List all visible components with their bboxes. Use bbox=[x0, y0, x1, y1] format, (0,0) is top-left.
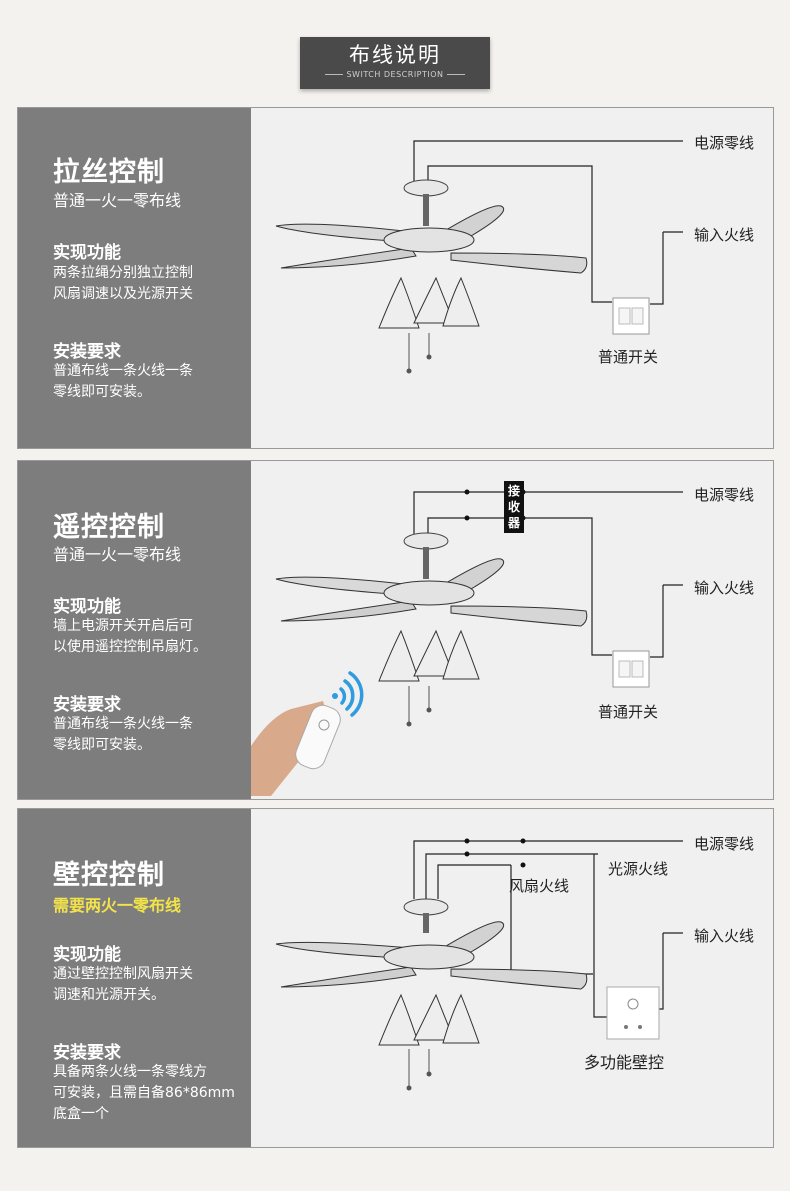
wiring-diagram-svg bbox=[275, 140, 683, 374]
panel-title: 遥控控制 bbox=[53, 512, 165, 543]
pull-chain-info: 拉丝控制 普通一火一零布线 实现功能 两条拉绳分别独立控制 风扇调速以及光源开关… bbox=[18, 108, 251, 448]
function-heading: 实现功能 bbox=[53, 597, 121, 617]
panel-subtitle: 需要两火一零布线 bbox=[53, 896, 182, 915]
switch-label: 普通开关 bbox=[598, 348, 659, 366]
neutral-wire-label: 电源零线 bbox=[694, 486, 755, 504]
section-header: 布线说明 SWITCH DESCRIPTION bbox=[300, 37, 490, 89]
requirement-line-1: 具备两条火线一条零线方 bbox=[53, 1064, 207, 1080]
fan-wire-label: 风扇火线 bbox=[509, 877, 570, 895]
remote-control-info: 遥控控制 普通一火一零布线 实现功能 墙上电源开关开启后可 以使用遥控控制吊扇灯… bbox=[18, 461, 251, 799]
wiring-diagram-svg bbox=[251, 489, 683, 796]
function-line-2: 以使用遥控控制吊扇灯。 bbox=[53, 639, 207, 655]
neutral-wire-label: 电源零线 bbox=[694, 835, 755, 853]
pull-chain-diagram: 电源零线 输入火线 普通开关 bbox=[251, 108, 773, 448]
function-line-1: 两条拉绳分别独立控制 bbox=[53, 265, 193, 281]
panel-title: 拉丝控制 bbox=[53, 157, 165, 188]
ceiling-fan-illustration bbox=[275, 179, 588, 374]
wall-switch-illustration bbox=[612, 650, 650, 688]
panel-subtitle: 普通一火一零布线 bbox=[53, 191, 182, 210]
requirement-heading: 安装要求 bbox=[53, 342, 121, 362]
hand-with-remote-illustration bbox=[251, 701, 341, 796]
switch-label: 多功能壁控 bbox=[584, 1053, 665, 1072]
requirement-line-1: 普通布线一条火线一条 bbox=[53, 716, 193, 732]
live-wire-label: 输入火线 bbox=[694, 927, 755, 945]
section-title: 布线说明 bbox=[349, 43, 441, 67]
requirement-line-2: 零线即可安装。 bbox=[53, 737, 151, 753]
panel-subtitle: 普通一火一零布线 bbox=[53, 545, 182, 564]
switch-label: 普通开关 bbox=[598, 703, 659, 721]
requirement-line-2: 可安装，且需自备86*86mm bbox=[53, 1085, 235, 1101]
function-line-1: 墙上电源开关开启后可 bbox=[53, 618, 193, 634]
requirement-heading: 安装要求 bbox=[53, 695, 121, 715]
wiring-diagram-svg bbox=[275, 838, 683, 1091]
live-wire-label: 输入火线 bbox=[694, 226, 755, 244]
requirement-line-3: 底盒一个 bbox=[53, 1106, 109, 1122]
function-line-2: 风扇调速以及光源开关 bbox=[53, 286, 193, 302]
wall-switch-illustration bbox=[612, 297, 650, 335]
ceiling-fan-illustration bbox=[275, 532, 588, 727]
remote-control-diagram: 接收器 电源零线 输入火线 普通开关 bbox=[251, 461, 773, 799]
wall-control-diagram: 电源零线 光源火线 风扇火线 输入火线 多功能壁控 bbox=[251, 809, 773, 1147]
pull-chain-panel: 拉丝控制 普通一火一零布线 实现功能 两条拉绳分别独立控制 风扇调速以及光源开关… bbox=[17, 107, 774, 449]
live-wire-label: 输入火线 bbox=[694, 579, 755, 597]
light-wire-label: 光源火线 bbox=[608, 860, 669, 878]
function-heading: 实现功能 bbox=[53, 945, 121, 965]
ceiling-fan-illustration bbox=[275, 898, 588, 1091]
panel-title: 壁控控制 bbox=[53, 860, 165, 891]
remote-control-panel: 遥控控制 普通一火一零布线 实现功能 墙上电源开关开启后可 以使用遥控控制吊扇灯… bbox=[17, 460, 774, 800]
requirement-line-2: 零线即可安装。 bbox=[53, 384, 151, 400]
function-line-1: 通过壁控控制风扇开关 bbox=[53, 966, 193, 982]
receiver-box: 接收器 bbox=[504, 481, 524, 533]
wall-control-info: 壁控控制 需要两火一零布线 实现功能 通过壁控控制风扇开关 调速和光源开关。 安… bbox=[18, 809, 251, 1147]
function-line-2: 调速和光源开关。 bbox=[53, 987, 165, 1003]
function-heading: 实现功能 bbox=[53, 243, 121, 263]
requirement-line-1: 普通布线一条火线一条 bbox=[53, 363, 193, 379]
remote-signal-icon bbox=[332, 671, 364, 717]
requirement-heading: 安装要求 bbox=[53, 1043, 121, 1063]
neutral-wire-label: 电源零线 bbox=[694, 134, 755, 152]
section-subtitle: SWITCH DESCRIPTION bbox=[300, 69, 490, 81]
multi-function-wall-control-illustration bbox=[606, 986, 660, 1040]
wall-control-panel: 壁控控制 需要两火一零布线 实现功能 通过壁控控制风扇开关 调速和光源开关。 安… bbox=[17, 808, 774, 1148]
